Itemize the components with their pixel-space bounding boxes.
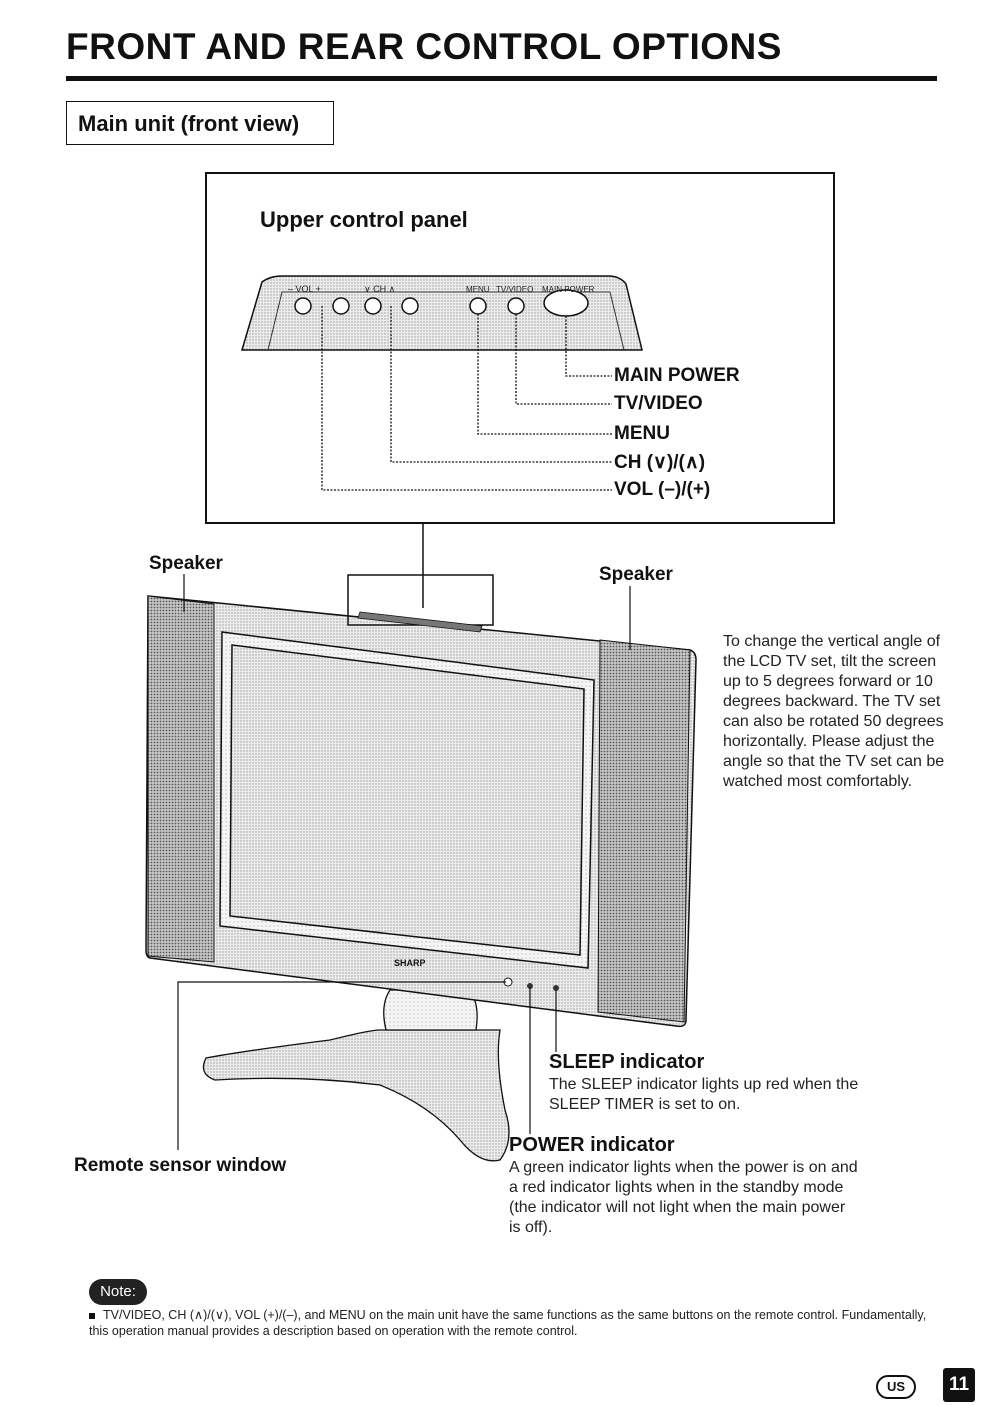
section-heading: Main unit (front view) xyxy=(78,111,300,136)
ch-down-button xyxy=(364,297,382,315)
control-panel-frame xyxy=(205,172,835,524)
power-indicator-title: POWER indicator xyxy=(509,1134,675,1156)
section-heading-box xyxy=(66,101,334,145)
title-rule xyxy=(66,76,937,81)
main-power-label: MAIN POWER xyxy=(614,365,740,386)
ch-tiny-label: ∨ CH ∧ xyxy=(364,284,395,294)
speaker-left-label: Speaker xyxy=(149,553,223,574)
tvvideo-tiny-label: TV/VIDEO xyxy=(496,285,533,294)
sleep-indicator-text: The SLEEP indicator lights up red when t… xyxy=(549,1076,859,1113)
sleep-indicator-title: SLEEP indicator xyxy=(549,1051,705,1073)
menu-label: MENU xyxy=(614,423,670,444)
brand-logo: SHARP xyxy=(394,958,426,968)
menu-tiny-label: MENU xyxy=(466,285,490,294)
vol-label: VOL (–)/(+) xyxy=(614,479,711,500)
tilt-description: To change the vertical angle of the LCD … xyxy=(723,633,945,790)
control-panel-drawing xyxy=(240,275,643,491)
region-badge: US xyxy=(876,1375,916,1399)
note-badge: Note: xyxy=(89,1279,147,1305)
power-indicator-text: A green indicator lights when the power … xyxy=(509,1159,858,1236)
vol-minus-button xyxy=(294,297,312,315)
page-title: FRONT AND REAR CONTROL OPTIONS xyxy=(66,26,782,67)
tv-drawing xyxy=(145,574,697,1162)
remote-sensor-label: Remote sensor window xyxy=(74,1155,287,1176)
page-number: 11 xyxy=(943,1368,975,1402)
tvvideo-label: TV/VIDEO xyxy=(614,393,703,414)
note-body: TV/VIDEO, CH (∧)/(∨), VOL (+)/(–), and M… xyxy=(89,1308,927,1338)
vol-plus-button xyxy=(332,297,350,315)
speaker-right-label: Speaker xyxy=(599,564,673,585)
note-bullet xyxy=(89,1312,95,1319)
ch-up-button xyxy=(401,297,419,315)
note-text: TV/VIDEO, CH (∧)/(∨), VOL (+)/(–), and M… xyxy=(89,1307,929,1339)
control-panel-title: Upper control panel xyxy=(260,207,468,232)
vol-tiny-label: – VOL + xyxy=(288,284,321,294)
mainpower-tiny-label: MAIN POWER xyxy=(542,285,595,294)
ch-label: CH (∨)/(∧) xyxy=(614,452,706,473)
